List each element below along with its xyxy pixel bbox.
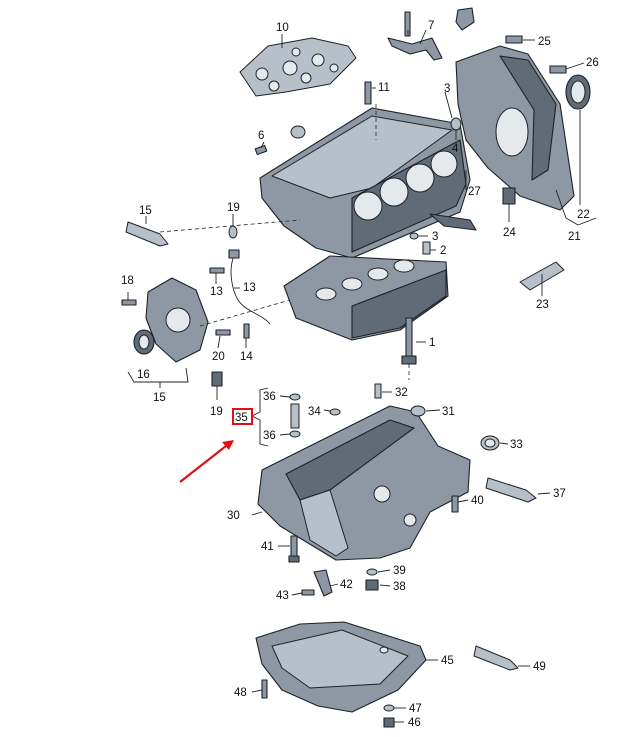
seal-4 [450,117,462,131]
callout-39[interactable]: 39 [393,565,406,577]
seal-31 [410,405,426,417]
callout-27[interactable]: 27 [468,186,481,198]
callout-11[interactable]: 11 [378,82,390,94]
bearing-bridge [283,255,449,341]
seal-ring-16 [133,329,155,355]
callout-42[interactable]: 42 [340,579,353,591]
callout-36-upper[interactable]: 36 [263,391,276,403]
callout-37[interactable]: 37 [553,488,566,500]
callout-21[interactable]: 21 [568,231,581,243]
callout-13-upper[interactable]: 13 [210,286,223,298]
timing-cover [455,45,575,211]
sensor-42 [313,569,333,597]
callout-33[interactable]: 33 [510,439,523,451]
bolt-26 [549,65,567,74]
seal-39 [366,568,378,576]
callout-4[interactable]: 4 [452,143,459,155]
bolt-48 [261,679,268,699]
callout-labels: 10 7 25 26 11 3 6 4 27 15 19 22 21 24 3 … [121,20,599,729]
callout-12[interactable]: 13 [243,282,256,294]
highlighted-callout-box [232,408,253,425]
cap [290,125,306,139]
plug [254,144,268,156]
sealant-tube-37 [485,477,537,503]
callout-45[interactable]: 45 [441,655,454,667]
oil-sump-upper-part [257,405,471,561]
callout-32[interactable]: 34 [308,406,321,418]
drain-plug-46 [383,717,395,728]
callout-25[interactable]: 25 [538,36,551,48]
callout-40[interactable]: 40 [471,495,484,507]
breather-pipe [228,249,271,325]
callout-17[interactable]: 18 [121,275,134,287]
washer-3 [409,232,419,240]
callout-3-lower[interactable]: 3 [432,231,438,243]
callout-22[interactable]: 22 [577,209,590,221]
plug-38 [365,579,379,591]
sleeve-35 [290,403,300,429]
callout-36-lower[interactable]: 36 [263,430,276,442]
sealant-tube-49 [473,645,519,671]
stud-bolt [364,81,372,105]
callout-3-upper[interactable]: 3 [444,83,450,95]
pin-34 [374,383,382,399]
seal-36-bottom [289,430,301,438]
callout-20[interactable]: 20 [212,351,225,363]
callout-7[interactable]: 7 [428,20,434,32]
seal-36-top [289,393,301,401]
callout-26[interactable]: 26 [586,57,599,69]
bracket [387,7,475,61]
callout-19[interactable]: 19 [210,406,223,418]
callout-6[interactable]: 6 [258,130,264,142]
bolt-41 [288,535,300,563]
callout-10[interactable]: 10 [276,22,289,34]
callout-16[interactable]: 16 [137,369,150,381]
bolt-13-lower [243,323,250,339]
washer-18 [228,225,238,239]
highlighted-callout[interactable]: 35 [235,412,248,424]
bolt-43 [301,589,315,596]
side-cover [145,277,209,363]
callout-30[interactable]: 30 [227,510,240,522]
callout-47[interactable]: 47 [409,703,422,715]
valley-cover-gasket [239,37,357,97]
sleeve-24 [502,187,516,205]
callout-34[interactable]: 32 [395,387,408,399]
cylinder-block [259,107,477,259]
callout-18[interactable]: 19 [227,202,240,214]
callout-38[interactable]: 38 [393,581,406,593]
callout-1[interactable]: 1 [429,337,435,349]
seal-47 [383,704,395,712]
bolt-17 [121,299,137,306]
oil-pan-lower-part [255,621,427,713]
callout-15[interactable]: 15 [153,392,166,404]
dowel-2 [422,241,431,255]
callout-49[interactable]: 49 [533,661,546,673]
callout-43[interactable]: 43 [276,590,289,602]
callout-2[interactable]: 2 [440,245,446,257]
callout-41[interactable]: 41 [261,541,274,553]
bolt-20 [215,329,231,336]
bolt-25 [505,35,523,44]
sealant-tube-14 [125,221,169,247]
shaft-seal-ring [565,74,591,110]
bolt-40 [451,495,459,513]
callout-13-lower[interactable]: 14 [240,351,253,363]
highlight-arrow [179,440,234,483]
seal-32 [329,408,341,416]
bolt-13-upper [209,267,225,274]
callout-46[interactable]: 46 [408,717,421,729]
callout-48[interactable]: 48 [234,687,247,699]
o-ring-33 [480,435,500,451]
sleeve-19 [211,371,223,387]
callout-31[interactable]: 31 [442,406,455,418]
callout-24[interactable]: 24 [503,227,516,239]
callout-23[interactable]: 23 [536,299,549,311]
leader-lines [127,29,597,723]
callout-14[interactable]: 15 [139,205,152,217]
